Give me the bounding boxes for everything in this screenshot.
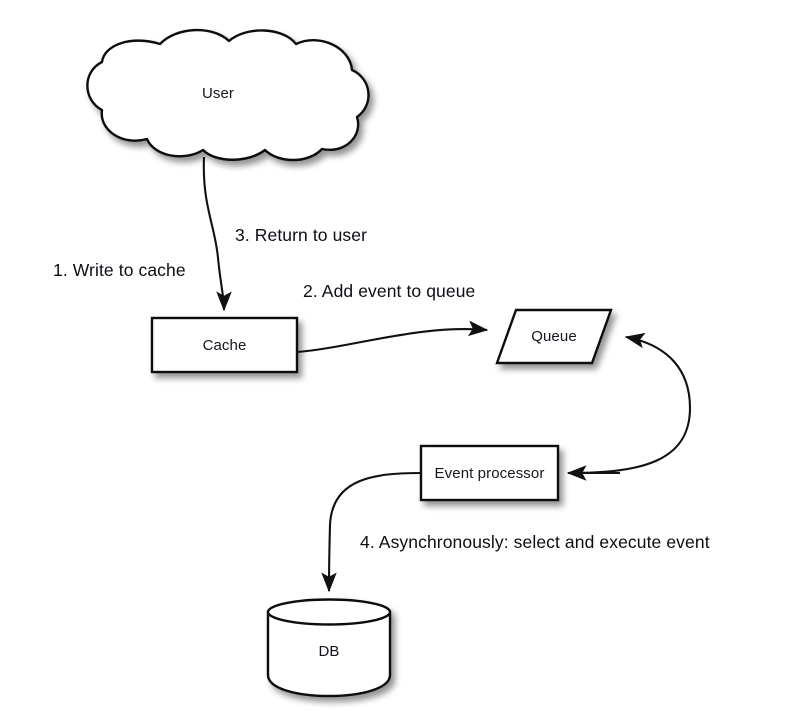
edge-user-to-cache (202, 156, 232, 312)
edge-label-write-to-cache: 1. Write to cache (53, 260, 186, 280)
db-top-ellipse (266, 598, 392, 626)
queue-shape (495, 308, 613, 365)
db-body (266, 610, 392, 698)
edge-queue-event-processor-loop (569, 332, 692, 475)
node-user[interactable] (86, 28, 370, 162)
edge-label-return-to-user: 3. Return to user (235, 225, 368, 245)
cache-shape (150, 316, 299, 374)
edge-event-processor-to-db (321, 471, 422, 593)
node-label-db: DB (318, 643, 340, 660)
node-label-queue: Queue (531, 328, 577, 345)
node-db[interactable] (266, 598, 392, 698)
cloud-shape (86, 28, 370, 162)
node-label-user: User (201, 85, 235, 102)
edge-label-async-select-execute: 4. Asynchronously: select and execute ev… (360, 532, 710, 552)
edge-label-add-event-to-queue: 2. Add event to queue (303, 281, 476, 301)
node-cache[interactable] (150, 316, 299, 374)
node-label-event-processor: Event processor (434, 465, 545, 482)
edge-cache-to-queue (296, 320, 489, 354)
node-label-cache: Cache (202, 337, 247, 354)
node-queue[interactable] (495, 308, 613, 365)
